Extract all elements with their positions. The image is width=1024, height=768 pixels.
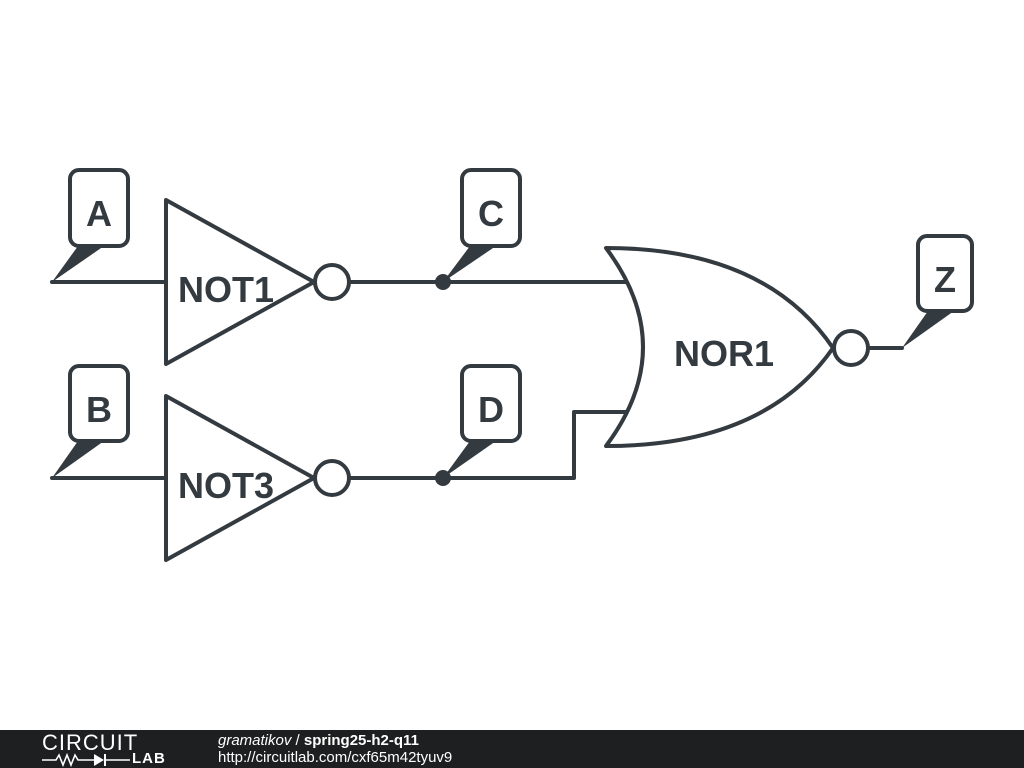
net-tag-z[interactable]: Z [902,234,974,348]
net-tag-z-box [916,234,974,313]
logo-wordmark-circuit: CIRCUIT [42,730,139,755]
net-tag-d-box [460,364,522,443]
credit-line: gramatikov / spring25-h2-q11 [218,732,419,749]
net-tag-d-pointer [443,441,496,478]
net-tag-a[interactable]: A [52,168,130,282]
net-tag-c-pointer [443,246,496,282]
wires [50,280,904,480]
net-tag-d[interactable]: D [443,364,522,478]
not3-bubble [313,459,351,497]
not3-body [164,394,316,562]
not3-label: NOT3 [178,465,274,506]
net-tag-b-box [68,364,130,443]
not1-gate[interactable]: NOT1 [164,198,351,366]
net-tag-a-label: A [86,193,112,234]
not1-label: NOT1 [178,269,274,310]
nor1-body [604,246,835,448]
project-name[interactable]: spring25-h2-q11 [303,732,419,749]
nor1-label: NOR1 [674,333,774,374]
nor1-gate[interactable]: NOR1 [604,246,870,448]
author-name[interactable]: gramatikov [218,732,292,749]
circuit-schematic: NOT1 NOT3 NOR1 A B C D [50,168,974,562]
net-tag-d-label: D [478,389,504,430]
net-tag-b[interactable]: B [52,364,130,478]
net-tag-z-label: Z [934,259,956,300]
project-url-link[interactable]: http://circuitlab.com/cxf65m42tyuv9 [218,749,453,766]
logo-wordmark-lab: LAB [132,750,166,767]
resistor-diode-icon [42,753,130,767]
not3-gate[interactable]: NOT3 [164,394,351,562]
circuitlab-logo[interactable]: CIRCUIT LAB [42,730,182,767]
net-tag-z-pointer [902,311,954,348]
footer-bar: CIRCUIT LAB gramatikov / spring25-h2-q11… [0,730,1024,768]
net-tag-c-box [460,168,522,248]
net-tag-c-label: C [478,193,504,234]
net-tag-c[interactable]: C [443,168,522,282]
credit-separator: / [291,732,304,749]
wire-d-to-nor1 [348,410,630,480]
nor1-bubble [832,329,870,367]
not1-bubble [313,263,351,301]
net-tag-a-box [68,168,130,248]
not1-body [164,198,316,366]
net-tag-a-pointer [52,246,104,282]
net-tag-b-pointer [52,441,104,478]
net-tag-b-label: B [86,389,112,430]
